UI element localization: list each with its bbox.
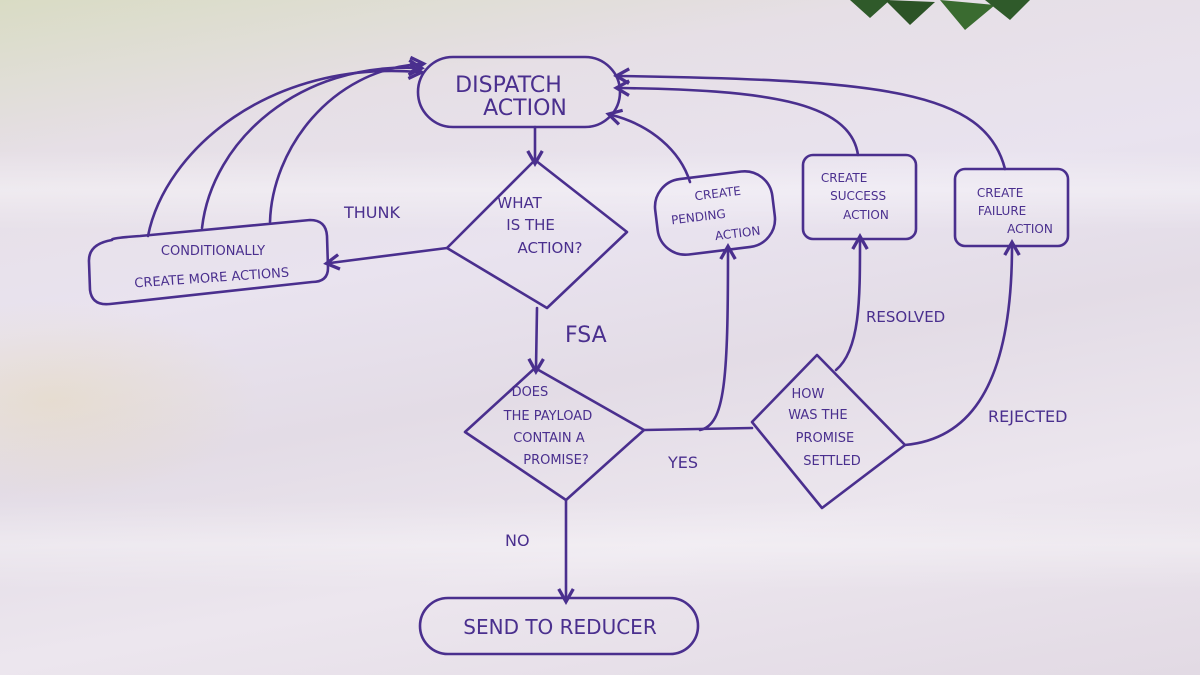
no-label: NO <box>505 531 530 550</box>
svg-text:HOW WAS THE PROMISE: HOW WAS THE PROMISE SETTLED <box>788 387 861 469</box>
arrow-yes-line <box>642 426 754 432</box>
payload-label-4: PROMISE? <box>523 453 589 468</box>
arrow-pending-to-dispatch <box>605 108 692 184</box>
svg-text:YES: YES <box>667 453 698 472</box>
pending-label-3: ACTION <box>714 224 761 243</box>
reducer-label: SEND TO REDUCER <box>463 615 657 639</box>
promise-settled-decision <box>750 353 907 510</box>
svg-text:WHAT IS THE ACTION?: WHAT IS THE ACTION? <box>497 194 582 257</box>
payload-label-1: DOES <box>512 385 549 400</box>
success-label-1: CREATE <box>821 171 868 185</box>
arrow-fsa <box>527 306 545 375</box>
dispatch-label-1: DISPATCH <box>455 73 562 98</box>
what-is-action-decision <box>445 158 629 310</box>
arrow-rejected <box>903 239 1021 447</box>
svg-text:CREATE SUCCESS ACTION: CREATE SUCCESS ACTION <box>821 171 890 222</box>
pending-label-1: CREATE <box>694 184 742 204</box>
conditionally-create-node <box>87 218 330 306</box>
arrow-to-pending <box>698 243 737 432</box>
conditionally-label-1: CONDITIONALLY <box>161 244 265 259</box>
arrow-thunk <box>323 246 449 271</box>
svg-text:FSA: FSA <box>565 323 607 348</box>
settled-label-2: WAS THE <box>788 408 847 423</box>
rejected-label: REJECTED <box>988 407 1067 426</box>
what-label-3: ACTION? <box>517 239 582 257</box>
what-label-1: WHAT <box>497 194 542 212</box>
success-label-3: ACTION <box>843 208 889 222</box>
fsa-label: FSA <box>565 323 607 348</box>
dispatch-label-2: ACTION <box>483 96 567 121</box>
arrow-success-to-dispatch <box>613 79 860 157</box>
resolved-label: RESOLVED <box>866 308 945 326</box>
arrow-resolved <box>834 233 869 372</box>
svg-text:CONDITIONALLY: CONDITIONALLY <box>161 244 265 259</box>
svg-text:CREATE FAILURE ACTION: CREATE FAILURE ACTION <box>977 186 1053 236</box>
svg-text:REJECTED: REJECTED <box>988 407 1067 426</box>
arrow-loop-3 <box>268 55 427 224</box>
payload-label-2: THE PAYLOAD <box>503 409 593 424</box>
svg-text:DOES THE PAYLOAD CONTA: DOES THE PAYLOAD CONTAIN A PROMISE? <box>503 385 597 468</box>
ivy-leaves-decoration <box>850 0 1030 30</box>
arrow-failure-to-dispatch <box>613 67 1007 171</box>
yes-label: YES <box>667 453 698 472</box>
svg-text:THUNK: THUNK <box>343 203 400 222</box>
arrow-loop-2 <box>200 58 425 230</box>
settled-label-3: PROMISE <box>796 431 855 446</box>
thunk-label: THUNK <box>343 203 400 222</box>
settled-label-1: HOW <box>791 387 824 402</box>
settled-label-4: SETTLED <box>803 454 861 469</box>
failure-label-2: FAILURE <box>978 204 1026 218</box>
payload-label-3: CONTAIN A <box>513 431 585 446</box>
what-label-2: IS THE <box>506 216 555 234</box>
svg-text:DISPATCH ACTION: DISPATCH ACTION <box>455 73 569 121</box>
failure-label-3: ACTION <box>1007 222 1053 236</box>
success-label-2: SUCCESS <box>830 189 886 203</box>
svg-text:SEND TO REDUCER: SEND TO REDUCER <box>463 615 657 639</box>
svg-text:NO: NO <box>505 531 530 550</box>
svg-text:CREATE PENDING ACTION: CREATE PENDING ACTION <box>668 182 761 248</box>
failure-label-1: CREATE <box>977 186 1024 200</box>
svg-text:RESOLVED: RESOLVED <box>866 308 945 326</box>
pending-label-2: PENDING <box>670 207 726 228</box>
